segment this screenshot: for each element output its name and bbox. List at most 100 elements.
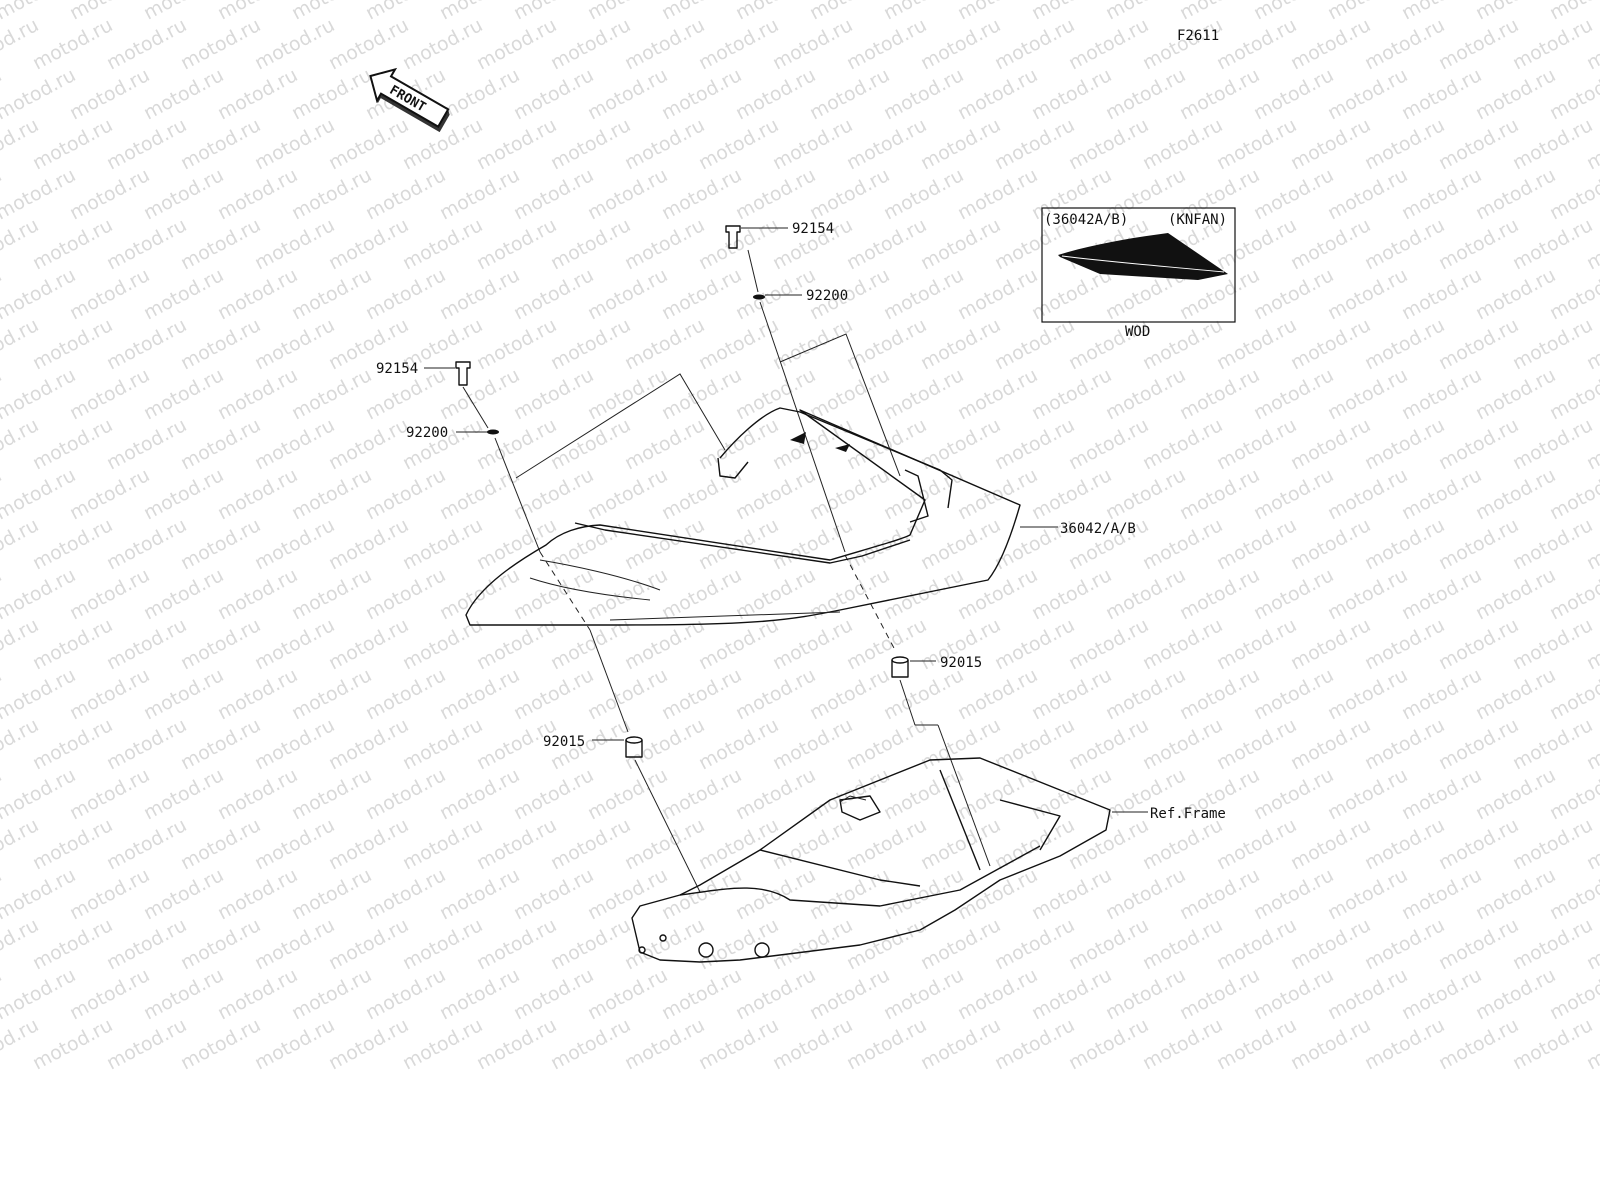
watermark-text: motod.ru	[288, 364, 375, 424]
watermark-text: motod.ru	[1139, 714, 1226, 774]
watermark-text: motod.ru	[1176, 864, 1263, 924]
watermark-text: motod.ru	[1065, 914, 1152, 974]
watermark-text: motod.ru	[1324, 864, 1411, 924]
watermark-text: motod.ru	[917, 1014, 1004, 1074]
watermark-text: motod.ru	[843, 214, 930, 274]
watermark-text: motod.ru	[510, 364, 597, 424]
watermark-text: motod.ru	[1324, 64, 1411, 124]
watermark-text: motod.ru	[1398, 264, 1485, 324]
watermark-text: motod.ru	[1176, 464, 1263, 524]
watermark-text: motod.ru	[658, 764, 745, 824]
watermark-text: motod.ru	[66, 864, 153, 924]
watermark-text: motod.ru	[436, 364, 523, 424]
watermark-text: motod.ru	[1287, 1014, 1374, 1074]
watermark-text: motod.ru	[584, 764, 671, 824]
watermark-text: motod.ru	[29, 914, 116, 974]
watermark-text: motod.ru	[1472, 564, 1559, 624]
watermark-text: motod.ru	[140, 764, 227, 824]
watermark-text: motod.ru	[1324, 764, 1411, 824]
watermark-text: motod.ru	[29, 1014, 116, 1074]
watermark-text: motod.ru	[1102, 64, 1189, 124]
watermark-text: motod.ru	[1361, 1014, 1448, 1074]
watermark-text: motod.ru	[880, 464, 967, 524]
watermark-text: motod.ru	[1361, 14, 1448, 74]
watermark-text: motod.ru	[1176, 64, 1263, 124]
watermark-text: motod.ru	[658, 164, 745, 224]
watermark-text: motod.ru	[177, 514, 264, 574]
watermark-text: motod.ru	[1398, 764, 1485, 824]
watermark-text: motod.ru	[806, 964, 893, 1024]
watermark-text: motod.ru	[1324, 664, 1411, 724]
watermark-text: motod.ru	[1287, 514, 1374, 574]
watermark-text: motod.ru	[695, 514, 782, 574]
watermark-text: motod.ru	[436, 664, 523, 724]
watermark-text: motod.ru	[1213, 14, 1300, 74]
watermark-text: motod.ru	[880, 264, 967, 324]
watermark-text: motod.ru	[1361, 414, 1448, 474]
watermark-text: motod.ru	[473, 1014, 560, 1074]
watermark-text: motod.ru	[1287, 214, 1374, 274]
washer-top-icon	[753, 294, 802, 300]
watermark-text: motod.ru	[695, 914, 782, 974]
watermark-text: motod.ru	[103, 414, 190, 474]
watermark-text: motod.ru	[769, 114, 856, 174]
callout-36042: 36042/A/B	[1060, 521, 1136, 537]
watermark-text: motod.ru	[1250, 964, 1337, 1024]
watermark-text: motod.ru	[1287, 714, 1374, 774]
watermark-text: motod.ru	[362, 0, 449, 24]
watermark-text: motod.ru	[140, 0, 227, 24]
watermark-text: motod.ru	[29, 514, 116, 574]
watermark-text: motod.ru	[1509, 914, 1596, 974]
watermark-text: motod.ru	[1435, 514, 1522, 574]
watermark-text: motod.ru	[917, 14, 1004, 74]
watermark-text: motod.ru	[954, 464, 1041, 524]
front-arrow-icon: FRONT	[369, 67, 450, 133]
watermark-text: motod.ru	[1509, 214, 1596, 274]
watermark-text: motod.ru	[1509, 714, 1596, 774]
watermark-text: motod.ru	[66, 664, 153, 724]
watermark-text: motod.ru	[991, 414, 1078, 474]
watermark-text: motod.ru	[991, 614, 1078, 674]
watermark-text: motod.ru	[1435, 1014, 1522, 1074]
watermark-text: motod.ru	[1213, 114, 1300, 174]
watermark-text: motod.ru	[288, 164, 375, 224]
watermark-text: motod.ru	[103, 1014, 190, 1074]
watermark-text: motod.ru	[695, 1014, 782, 1074]
watermark-text: motod.ru	[1472, 664, 1559, 724]
bolt-top-icon	[725, 225, 788, 249]
watermark-text: motod.ru	[473, 814, 560, 874]
watermark-text: motod.ru	[1028, 564, 1115, 624]
watermark-text: motod.ru	[621, 314, 708, 374]
watermark-text: motod.ru	[103, 14, 190, 74]
watermark-text: motod.ru	[66, 0, 153, 24]
watermark-text: motod.ru	[1287, 614, 1374, 674]
watermark-text: motod.ru	[1065, 114, 1152, 174]
watermark-text: motod.ru	[1139, 314, 1226, 374]
watermark-text: motod.ru	[177, 614, 264, 674]
watermark-text: motod.ru	[1065, 714, 1152, 774]
watermark-text: motod.ru	[658, 464, 745, 524]
watermark-text: motod.ru	[1139, 1014, 1226, 1074]
watermark-text: motod.ru	[547, 214, 634, 274]
watermark-text: motod.ru	[1324, 164, 1411, 224]
callout-92015-left: 92015	[543, 734, 585, 750]
watermark-text: motod.ru	[954, 864, 1041, 924]
watermark-text: motod.ru	[325, 214, 412, 274]
watermark-text: motod.ru	[1472, 64, 1559, 124]
watermark-text: motod.ru	[658, 0, 745, 24]
watermark-text: motod.ru	[1287, 114, 1374, 174]
watermark-text: motod.ru	[1435, 814, 1522, 874]
watermark-text: motod.ru	[1213, 514, 1300, 574]
watermark-text: motod.ru	[843, 314, 930, 374]
watermark-text: motod.ru	[214, 64, 301, 124]
watermark-text: motod.ru	[1509, 614, 1596, 674]
watermark-text: motod.ru	[1176, 564, 1263, 624]
watermark-text: motod.ru	[1102, 364, 1189, 424]
watermark-text: motod.ru	[251, 114, 338, 174]
watermark-text: motod.ru	[584, 964, 671, 1024]
watermark-text: motod.ru	[1361, 714, 1448, 774]
watermark-text: motod.ru	[880, 64, 967, 124]
watermark-text: motod.ru	[325, 914, 412, 974]
bolt-left-icon	[424, 361, 471, 386]
